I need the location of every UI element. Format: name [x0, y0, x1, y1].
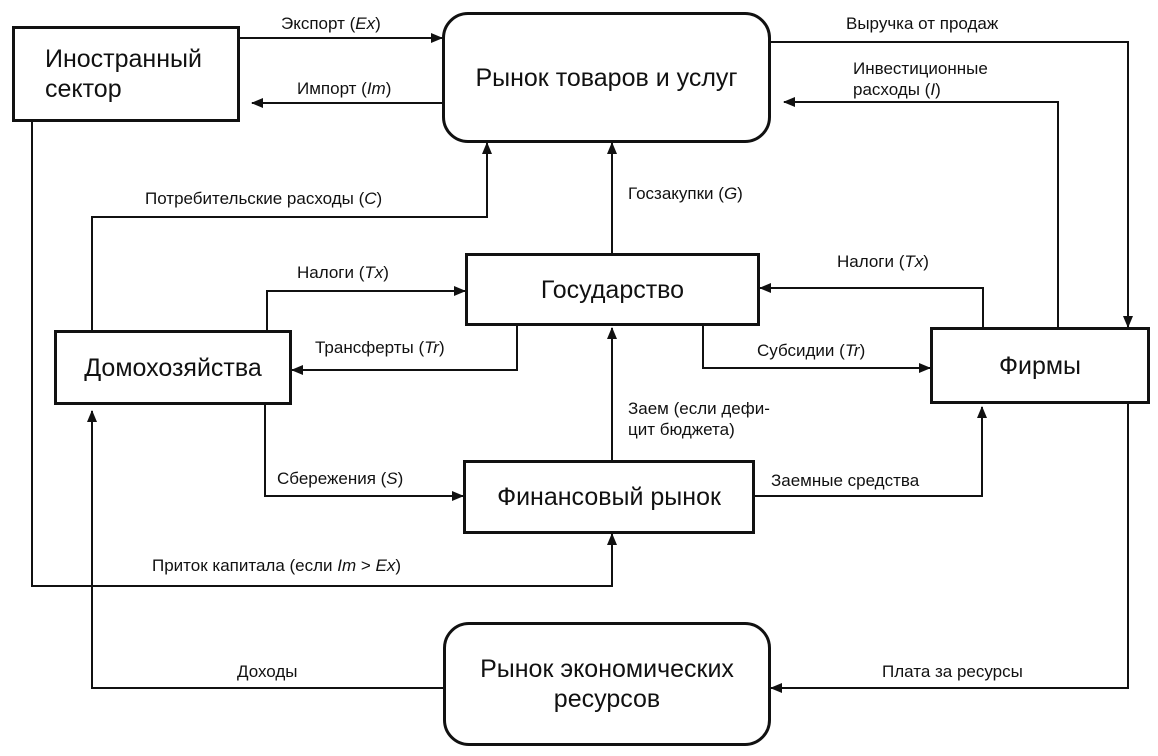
- label-savings: Сбережения (S): [277, 469, 404, 488]
- arrow-subsidies: [702, 326, 931, 373]
- resource-market-label: Рынок экономических ресурсов: [480, 655, 734, 713]
- label-consumption: Потребительские расходы (C): [145, 189, 383, 208]
- label-taxes-households: Налоги (Tx): [297, 263, 389, 282]
- government-label: Государство: [540, 275, 685, 304]
- label-subsidies: Субсидии (Tr): [757, 341, 866, 360]
- goods-market-label: Рынок товаров и услуг: [475, 63, 738, 92]
- foreign-sector-label: Иностранный сектор: [45, 45, 202, 103]
- foreign-sector-box: Иностранный сектор: [12, 26, 240, 122]
- arrow-consumption: [91, 142, 492, 330]
- arrow-taxes-firms: [759, 283, 984, 327]
- arrow-savings: [264, 405, 464, 501]
- label-loan: Заем (если дефи- цит бюджета): [628, 399, 770, 439]
- financial-market-box: Финансовый рынок: [463, 460, 755, 534]
- arrow-investment: [783, 97, 1059, 327]
- arrow-revenue: [770, 41, 1133, 328]
- financial-market-label: Финансовый рынок: [497, 483, 721, 511]
- arrow-capital-inflow: [31, 122, 617, 587]
- arrow-resource-payment: [770, 404, 1129, 693]
- firms-label: Фирмы: [998, 351, 1082, 380]
- households-box: Домохозяйства: [54, 330, 292, 405]
- households-label: Домохозяйства: [84, 353, 262, 382]
- label-export: Экспорт (Ex): [281, 14, 381, 33]
- label-incomes: Доходы: [237, 662, 298, 681]
- label-import: Импорт (Im): [297, 79, 392, 98]
- arrow-incomes: [87, 410, 443, 689]
- label-borrowed-funds: Заемные средства: [771, 471, 920, 490]
- firms-box: Фирмы: [930, 327, 1150, 404]
- arrow-borrowed-funds: [755, 406, 987, 497]
- resource-market-box: Рынок экономических ресурсов: [443, 622, 771, 746]
- label-taxes-firms: Налоги (Tx): [837, 252, 929, 271]
- goods-market-box: Рынок товаров и услуг: [442, 12, 771, 143]
- label-transfers: Трансферты (Tr): [315, 338, 445, 357]
- label-gov-purchases: Госзакупки (G): [628, 184, 743, 203]
- label-resource-payment: Плата за ресурсы: [882, 662, 1023, 681]
- arrow-transfers: [291, 326, 518, 375]
- arrow-taxes-households: [266, 286, 466, 330]
- label-capital-inflow: Приток капитала (если Im > Ex): [152, 556, 402, 575]
- label-revenue: Выручка от продаж: [846, 14, 999, 33]
- label-investment: Инвестиционные расходы (I): [853, 59, 988, 99]
- government-box: Государство: [465, 253, 760, 326]
